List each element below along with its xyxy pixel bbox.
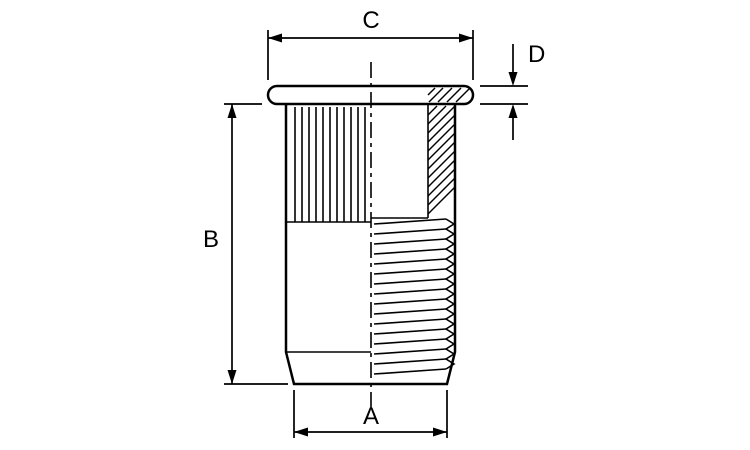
dimension-b: B xyxy=(203,103,288,385)
section-wall xyxy=(371,104,456,219)
arrowhead-right-icon xyxy=(459,33,473,43)
dimension-c: C xyxy=(267,7,474,80)
arrowhead-left-icon xyxy=(268,33,282,43)
dim-label-d: D xyxy=(528,41,545,68)
dimension-d: D xyxy=(480,41,545,140)
thread-section xyxy=(373,218,456,375)
dim-label-b: B xyxy=(203,226,219,253)
arrowhead-right-icon xyxy=(433,427,447,437)
arrowhead-down-icon xyxy=(508,72,518,86)
arrowhead-left-icon xyxy=(294,427,308,437)
arrowhead-up-icon xyxy=(508,104,518,118)
dim-label-a: A xyxy=(363,403,379,430)
arrowhead-up-icon xyxy=(227,104,237,118)
dimension-a: A xyxy=(293,390,448,438)
dim-label-c: C xyxy=(362,7,379,34)
arrowhead-down-icon xyxy=(227,370,237,384)
knurl-lines xyxy=(286,107,371,223)
